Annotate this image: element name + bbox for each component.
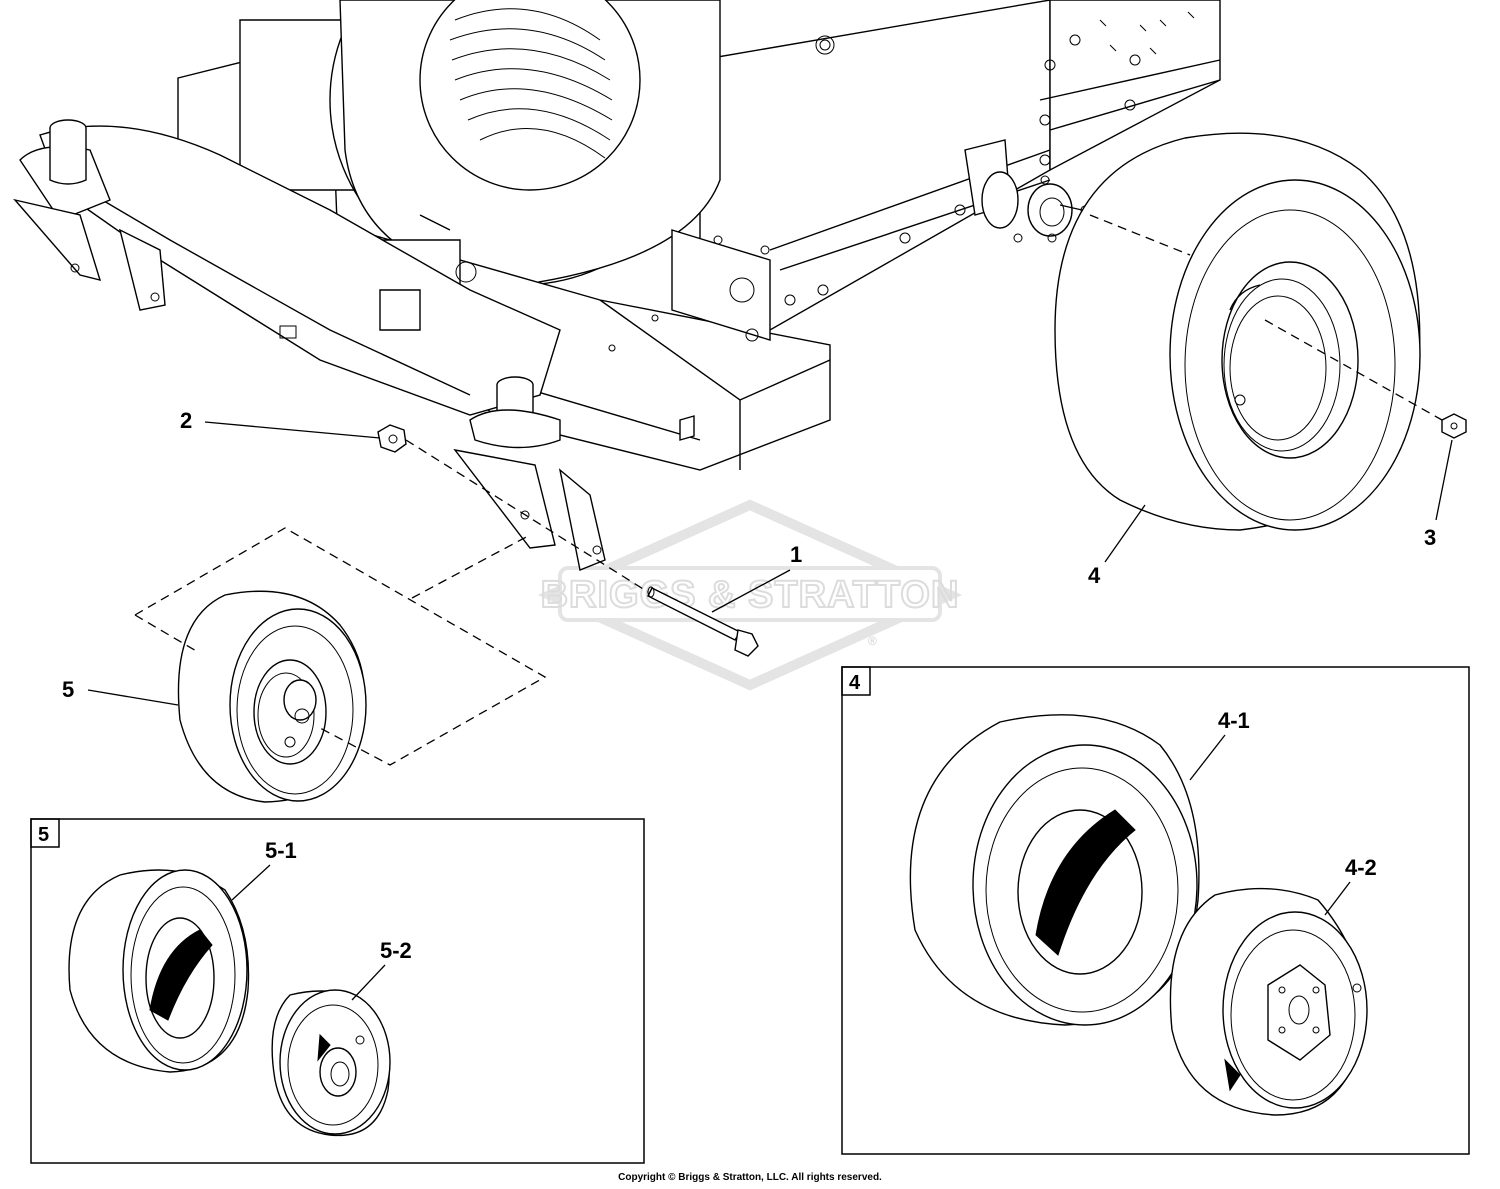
callout-5-2: 5-2 xyxy=(380,938,412,963)
callout-3: 3 xyxy=(1424,525,1436,550)
inset-4-tag: 4 xyxy=(849,672,861,694)
callout-4-1: 4-1 xyxy=(1218,708,1250,733)
rear-axle-hub xyxy=(964,139,1096,243)
rear-tire-part-4-1 xyxy=(909,714,1200,1026)
machine-frame-assembly xyxy=(13,0,1221,571)
copyright-notice: Copyright © Briggs & Stratton, LLC. All … xyxy=(618,1172,882,1183)
callout-5: 5 xyxy=(62,677,74,702)
inset-5-tag: 5 xyxy=(38,824,49,846)
watermark-brand-text: BRIGGS & STRATTON xyxy=(541,574,960,616)
hex-bolt-part-1 xyxy=(647,586,759,657)
caster-fork xyxy=(453,376,606,571)
inset-rear-wheel-parts: 4 4-1 4-2 xyxy=(841,666,1470,1155)
assembly-lines xyxy=(134,214,1443,766)
callout-2: 2 xyxy=(180,408,192,433)
callout-5-1: 5-1 xyxy=(265,838,297,863)
caster-wheel-assembly xyxy=(177,590,367,803)
caster-tire-part-5-1 xyxy=(68,869,250,1073)
inset-caster-wheel-parts: 5 5-1 5-2 xyxy=(30,818,645,1164)
rear-rim-part-4-2 xyxy=(1169,887,1368,1116)
callout-4: 4 xyxy=(1088,563,1101,588)
callouts-main: 2 1 3 4 5 xyxy=(62,408,1453,706)
lock-nut-part-2 xyxy=(377,424,407,453)
hex-nut-part-3 xyxy=(1441,413,1467,439)
callout-1: 1 xyxy=(790,542,802,567)
callout-4-2: 4-2 xyxy=(1345,855,1377,880)
watermark-registered-mark: ® xyxy=(868,634,877,648)
briggs-stratton-watermark: BRIGGS & STRATTON ® xyxy=(537,499,963,691)
rear-wheel-assembly xyxy=(1054,132,1421,531)
caster-rim-part-5-2 xyxy=(271,989,391,1137)
